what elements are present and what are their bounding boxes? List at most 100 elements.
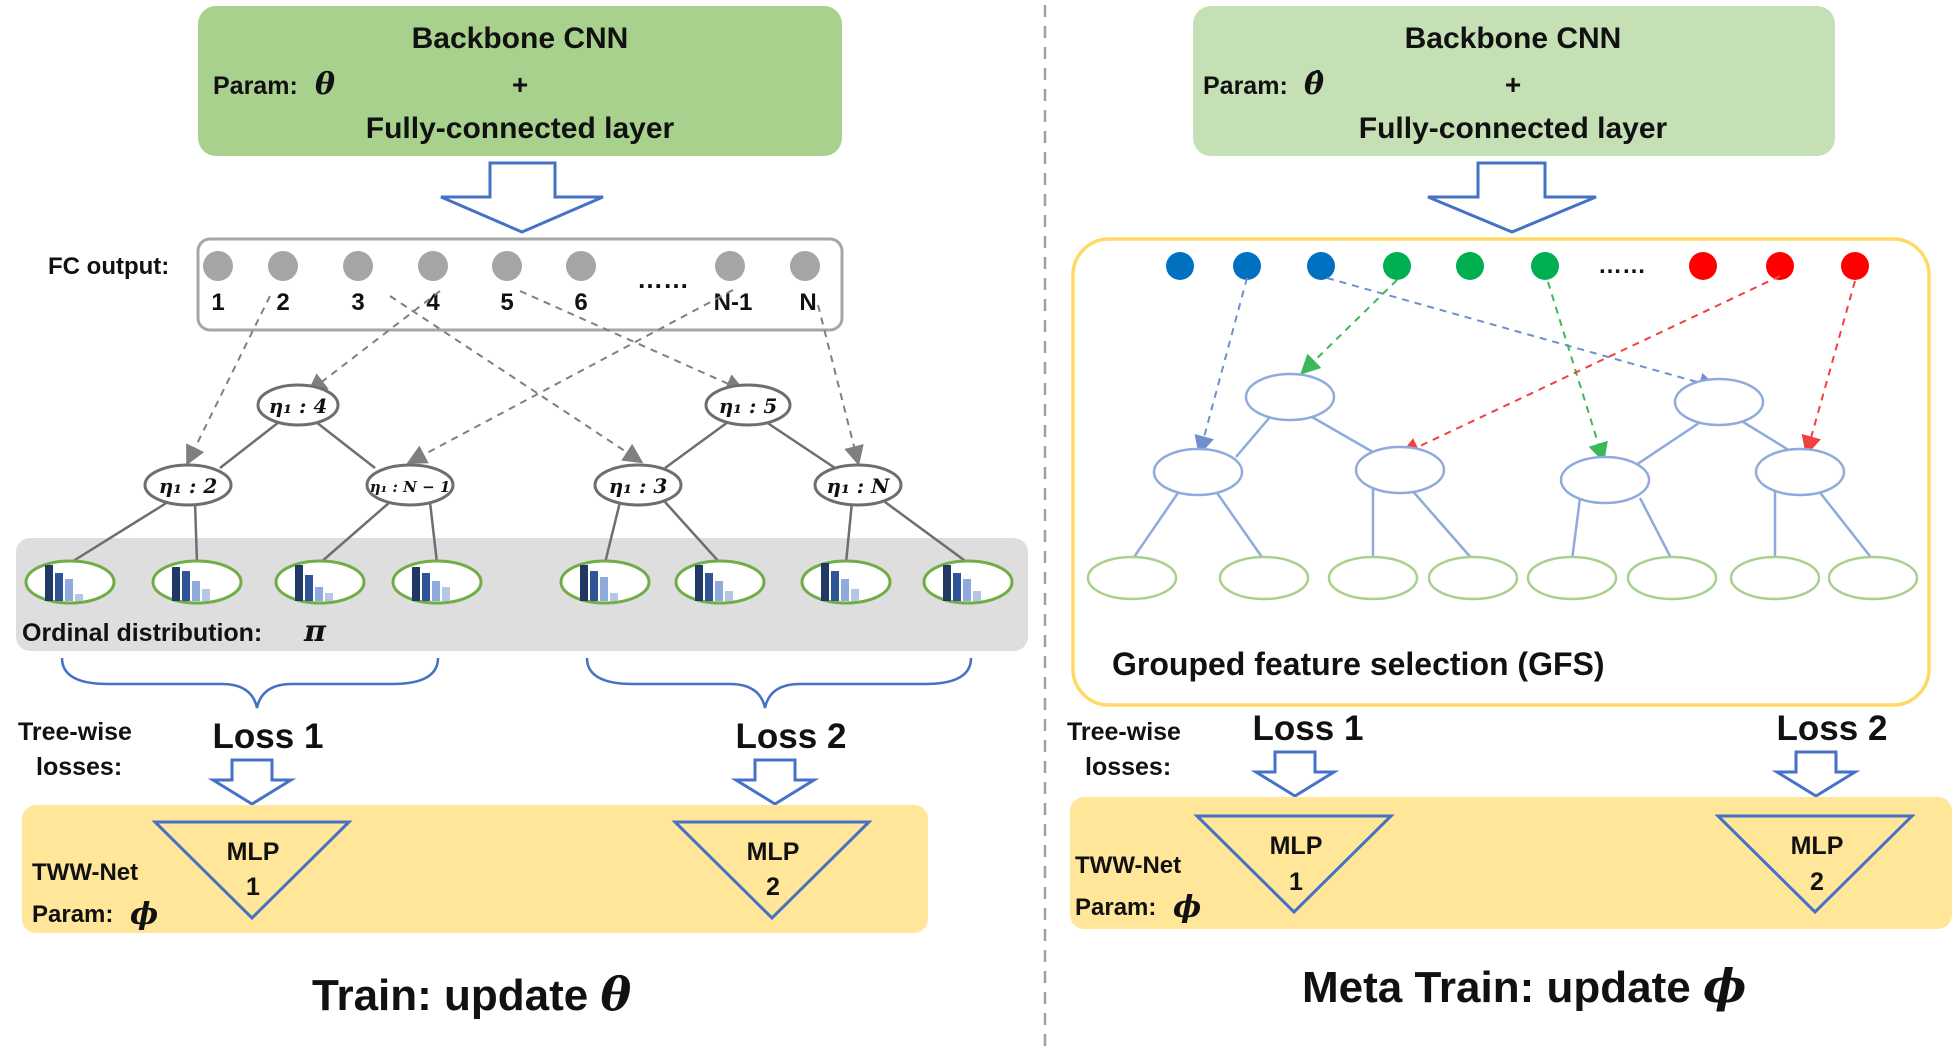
histogram-bar: [963, 579, 971, 601]
mlp-1-index: 1: [246, 873, 260, 901]
histogram-bar: [65, 579, 73, 601]
fc-output-label: FC output:: [48, 253, 169, 280]
fc-to-tree-arrows: [186, 289, 864, 466]
tree-nodes-right: [1152, 372, 1846, 505]
brace-left-1: [60, 657, 440, 709]
mlp-2-triangle: [1714, 814, 1916, 915]
loss-1-label: Loss 1: [213, 717, 324, 756]
backbone-title: Backbone CNN: [412, 22, 629, 55]
tree-child-label: η₁ : N: [827, 474, 891, 498]
histogram-bar: [422, 573, 430, 601]
histogram-bar: [725, 591, 733, 601]
tree-child-label: η₁ : 2: [159, 474, 218, 498]
tree-node: [1354, 445, 1446, 495]
feature-dot: [1841, 252, 1869, 280]
fc-output-node-label: N: [799, 289, 816, 316]
right-caption: Meta Train: update ϕ: [1302, 959, 1746, 1013]
histogram-bar: [821, 563, 829, 601]
histogram-bar: [831, 571, 839, 601]
grouped-feature-dots: [1166, 252, 1869, 280]
tree-nodes-left: η₁ : 4 η₁ : 5 η₁ : 2 η₁ : N − 1 η₁ : 3 η…: [143, 383, 903, 507]
leaf-node: [1086, 555, 1178, 601]
histogram-bar: [315, 587, 323, 601]
fc-output-node-label: N-1: [714, 289, 753, 316]
histogram-bar: [192, 581, 200, 601]
backbone-title-meta: Backbone CNN: [1405, 22, 1622, 55]
treewise-label: Tree-wise: [18, 718, 132, 746]
treewise-label: Tree-wise: [1067, 718, 1181, 746]
treewise-label: losses:: [1085, 753, 1171, 781]
tree-root-label: η₁ : 4: [269, 394, 328, 418]
fc-output-node-label: 3: [351, 289, 364, 316]
phi-symbol: ϕ: [130, 897, 158, 932]
tree-node: [704, 383, 792, 427]
tree-node: [593, 463, 683, 507]
fc-output-node: [418, 251, 448, 281]
dots-ellipsis: ……: [1598, 252, 1646, 279]
histogram-bar: [442, 587, 450, 601]
fc-output-node: [715, 251, 745, 281]
down-arrow-icon: [1427, 161, 1597, 234]
gfs-leaves: [1086, 555, 1919, 601]
feature-dot: [1531, 252, 1559, 280]
histogram-bar: [715, 581, 723, 601]
feature-dot: [1689, 252, 1717, 280]
histogram-bar: [943, 565, 951, 601]
phi-symbol: ϕ: [1173, 890, 1201, 925]
backbone-param-label-meta: Param:: [1203, 72, 1288, 100]
histogram-bar: [305, 575, 313, 601]
fc-output-node: [268, 251, 298, 281]
histogram-bar: [590, 571, 598, 601]
fc-output-node-label: 5: [500, 289, 513, 316]
theta-hat-symbol: θ̂: [1304, 67, 1324, 102]
theta-symbol: θ: [315, 67, 335, 102]
tww-param-label: Param:: [32, 901, 113, 928]
histogram-bar: [45, 565, 53, 601]
histogram-bar: [432, 581, 440, 601]
histogram-bar: [172, 567, 180, 601]
histogram-bar: [600, 577, 608, 601]
histogram-bar: [610, 593, 618, 601]
leaf-node: [1327, 555, 1419, 601]
fc-output-node-label: 2: [276, 289, 289, 316]
loss-1-arrow-icon: [207, 758, 297, 806]
fc-output-node: [343, 251, 373, 281]
leaf-node: [1626, 555, 1718, 601]
leaf-node: [1827, 555, 1919, 601]
feature-dot: [1383, 252, 1411, 280]
tree-node: [1559, 455, 1651, 505]
histogram-bar: [412, 567, 420, 601]
tree-node: [1152, 447, 1244, 497]
left-caption: Train: update θ: [312, 967, 631, 1021]
down-arrow-icon: [440, 161, 604, 234]
loss-1-label: Loss 1: [1253, 709, 1364, 748]
tree-node: [143, 463, 233, 507]
tree-root-label: η₁ : 5: [719, 394, 778, 418]
histogram-bar: [705, 573, 713, 601]
mlp-2-label: MLP: [1791, 832, 1844, 860]
histogram-bar: [841, 579, 849, 601]
feature-dot: [1233, 252, 1261, 280]
fc-output-node: [790, 251, 820, 281]
backbone-box-meta: [1193, 6, 1835, 156]
fc-output-node-label: 1: [211, 289, 224, 316]
gfs-arrows: [1194, 275, 1856, 463]
right-panel: Backbone CNN Param: θ̂ + Fully-connected…: [1067, 6, 1952, 1013]
histogram-bar: [295, 565, 303, 601]
tww-net-box: [22, 805, 928, 933]
fc-output-node: [566, 251, 596, 281]
feature-dot: [1166, 252, 1194, 280]
tree-node: [813, 463, 903, 507]
mlp-1-label: MLP: [1270, 832, 1323, 860]
fc-output-node-label: 6: [574, 289, 587, 316]
tree-node: [365, 463, 455, 507]
tree-node: [256, 383, 340, 427]
tww-param-label: Param:: [1075, 894, 1156, 921]
mlp-1-index: 1: [1289, 868, 1303, 896]
leaf-node: [1729, 555, 1821, 601]
gfs-label: Grouped feature selection (GFS): [1112, 646, 1605, 682]
feature-dot: [1456, 252, 1484, 280]
backbone-plus-meta: +: [1505, 69, 1521, 100]
histogram-bar: [973, 591, 981, 601]
